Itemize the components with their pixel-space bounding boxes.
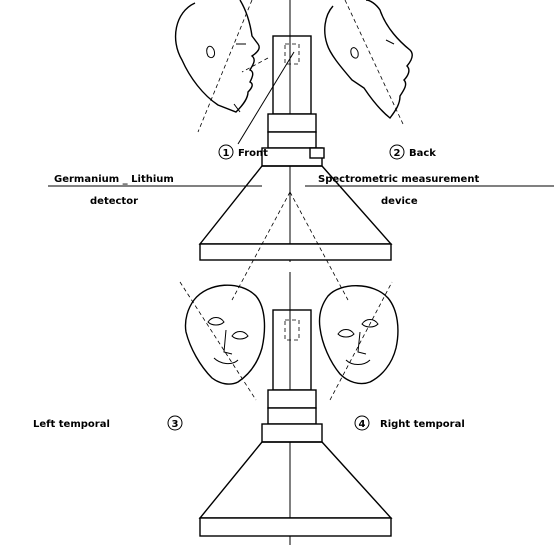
top-collar-lower [268,132,316,148]
top-device [48,0,554,300]
bottom-flange [262,424,322,442]
back-label: Back [409,148,436,159]
right-temporal-label: Right temporal [380,419,465,430]
left-number: 3 [172,419,179,430]
front-number: 1 [223,148,230,159]
back-profile-face [325,0,412,124]
front-label: Front [238,148,268,159]
top-collar-upper [268,114,316,132]
bottom-collimator [273,310,311,390]
top-flange-tab [310,148,324,158]
bottom-device [200,272,391,545]
bottom-collar-upper [268,390,316,408]
top-detector-crystal [285,44,299,64]
left-temporal-label: Left temporal [33,419,110,430]
front-profile-face [176,0,260,132]
bottom-detector-crystal [285,320,299,340]
top-base [200,244,391,260]
left-temporal-face [180,282,264,400]
top-collimator [273,36,311,114]
detector-label-line2: detector [90,196,138,207]
device-label-line2: device [381,196,418,207]
label-left-number: 3 [168,416,182,430]
top-ray-center [242,58,268,72]
detector-label-line1: Germanium _ Lithium [54,174,174,185]
device-label-line1: Spectrometric measurement [318,174,479,185]
label-back: 2 Back [390,145,436,159]
right-number: 4 [359,419,366,430]
right-temporal-face [319,282,397,400]
bottom-cone [200,442,391,518]
bottom-base [200,518,391,536]
label-front: 1 Front [219,145,268,159]
back-number: 2 [394,148,401,159]
bottom-collar-lower [268,408,316,424]
label-right-temporal: 4 Right temporal [355,416,465,430]
